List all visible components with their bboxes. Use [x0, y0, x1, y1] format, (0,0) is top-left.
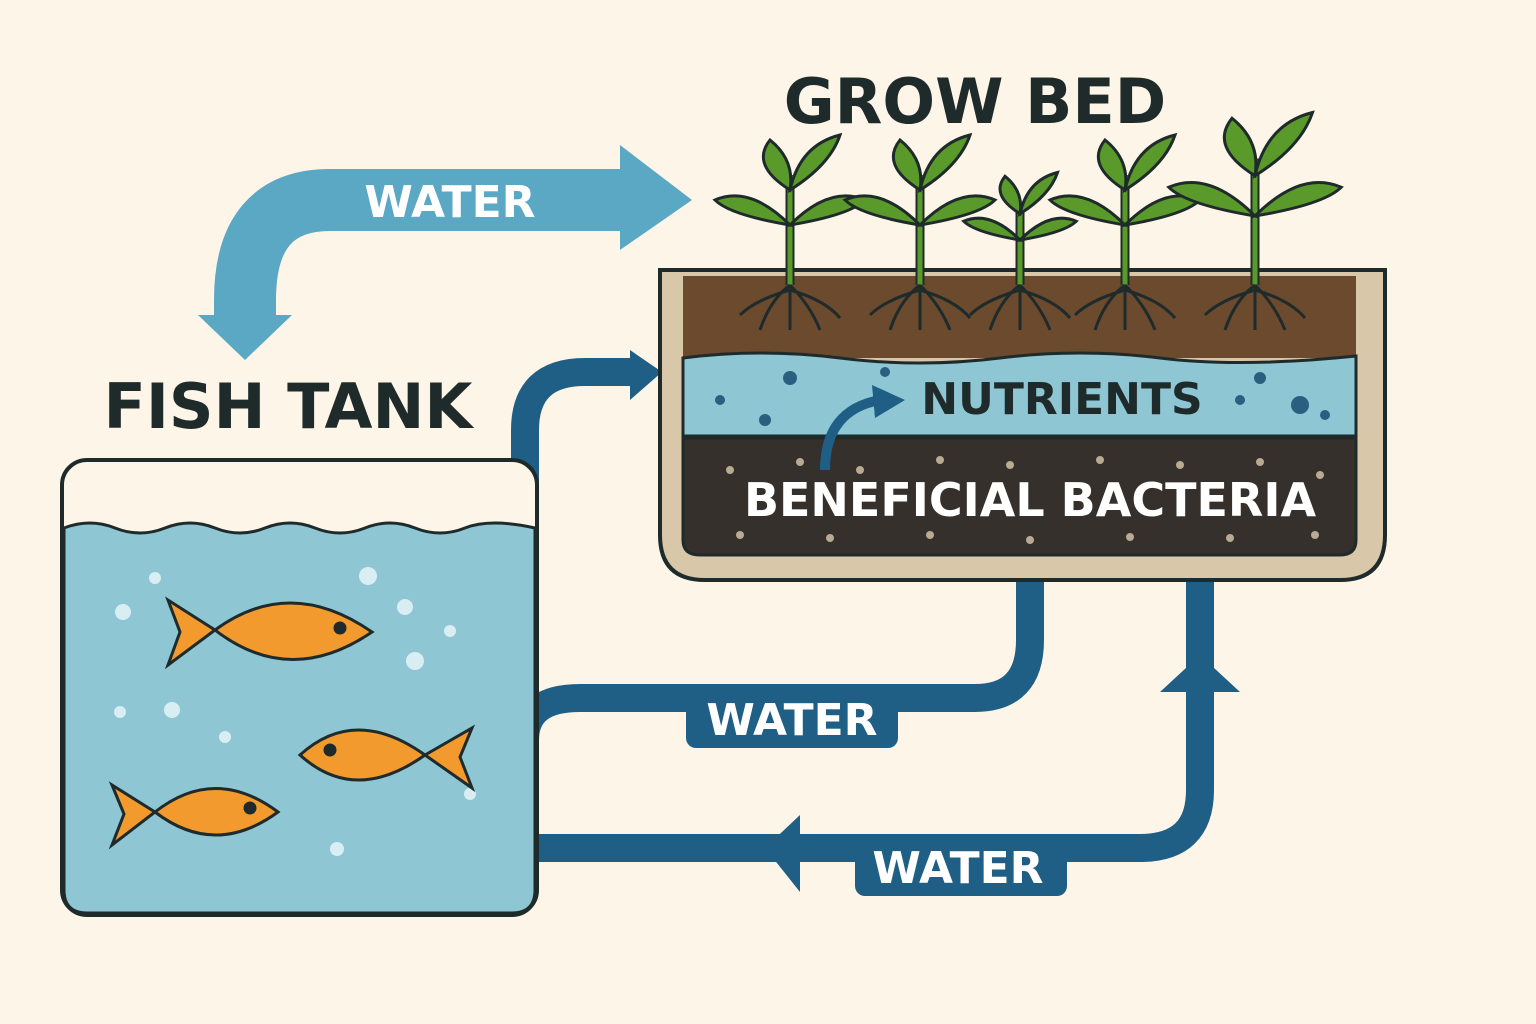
fish-icon — [297, 724, 476, 793]
arrowhead-up — [1160, 655, 1240, 692]
grow-bed-title: GROW BED — [784, 65, 1166, 138]
water-label-top: WATER — [364, 177, 535, 228]
water-label-middle: WATER — [706, 695, 877, 746]
bubbles — [114, 567, 476, 856]
plant-icon — [961, 170, 1079, 331]
plant-icon — [842, 132, 998, 331]
fish-tank — [60, 458, 539, 917]
arrowhead-right — [630, 350, 662, 400]
fish-icon — [164, 596, 375, 670]
water-label-bottom: WATER — [872, 843, 1043, 894]
fish-tank-title: FISH TANK — [104, 370, 475, 443]
plant-icon — [1166, 110, 1344, 331]
pipe-to-grow-bed — [511, 358, 635, 840]
nutrient-arrow — [820, 395, 882, 471]
nutrients-label: NUTRIENTS — [921, 374, 1202, 425]
arrowhead-left — [765, 815, 800, 892]
water-arrow-top: WATER — [198, 145, 692, 360]
bacteria-layer — [681, 436, 1358, 557]
fish-icon — [108, 781, 281, 850]
plants — [712, 110, 1344, 331]
bacteria-label: BENEFICIAL BACTERIA — [744, 473, 1317, 527]
grow-bed: NUTRIENTS BENEFICIAL BACTERIA — [658, 268, 1387, 582]
